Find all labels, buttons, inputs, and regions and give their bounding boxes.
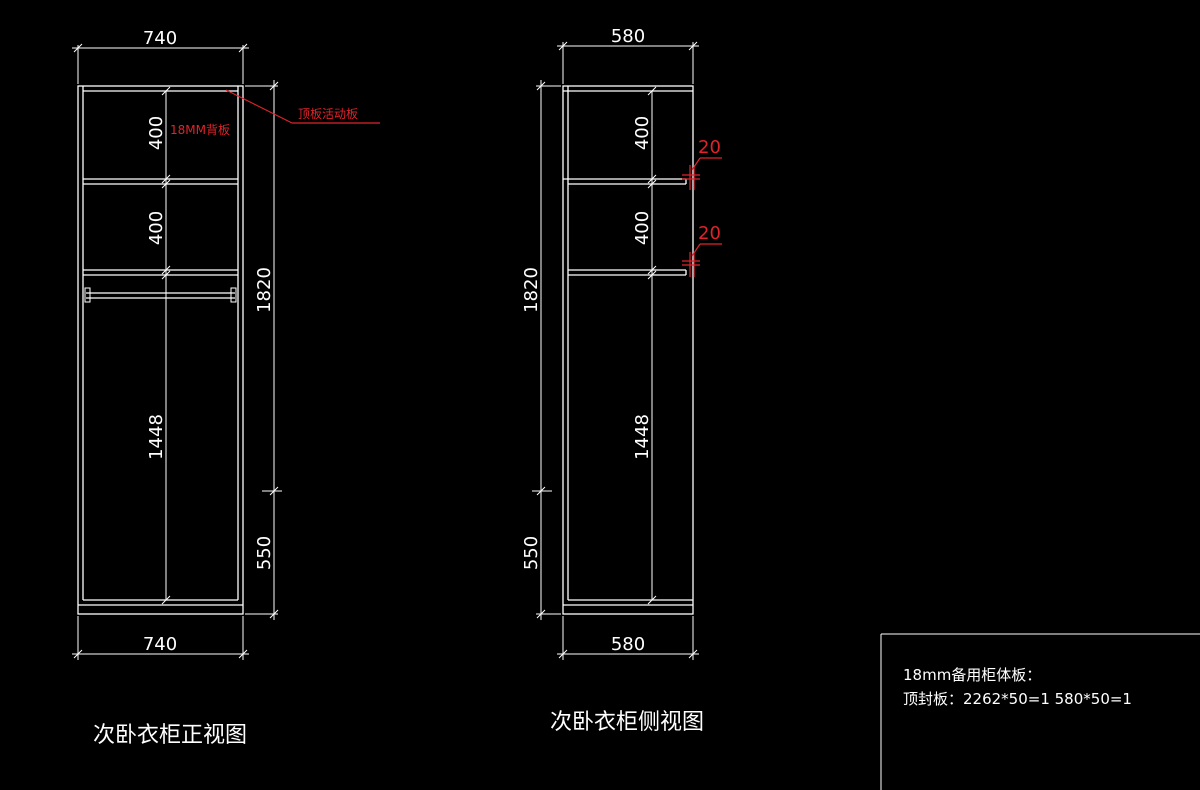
side-cabinet-body	[562, 85, 694, 615]
front-width-top-label: 740	[143, 28, 177, 49]
front-height-dimension: 1820 550	[245, 80, 282, 620]
front-section-400-top: 400	[146, 116, 167, 150]
info-line-2: 顶封板：2262*50=1 580*50=1	[903, 690, 1132, 708]
side-view-title: 次卧衣柜侧视图	[550, 710, 704, 735]
front-view-title: 次卧衣柜正视图	[93, 723, 247, 748]
back-panel-note: 18MM背板	[170, 123, 230, 137]
side-view: 580 400 400	[521, 26, 722, 735]
side-section-400-top: 400	[632, 116, 653, 150]
front-height-550: 550	[254, 536, 275, 570]
side-section-400-mid: 400	[632, 211, 653, 245]
front-width-top-dimension: 740	[72, 28, 249, 84]
side-height-550: 550	[521, 536, 542, 570]
front-annotations: 18MM背板 顶板活动板	[170, 89, 380, 137]
front-width-bottom-label: 740	[143, 634, 177, 655]
info-line-1: 18mm备用柜体板：	[903, 666, 1041, 684]
side-width-top-dimension: 580	[557, 26, 699, 84]
front-height-1820: 1820	[254, 267, 275, 313]
front-width-bottom-dimension: 740	[72, 616, 249, 660]
side-interior-dimension: 400 400 1448	[632, 86, 657, 605]
side-gap-20-top: 20	[698, 137, 721, 158]
front-interior-dimension: 400 400 1448	[146, 86, 171, 605]
side-width-bottom-label: 580	[611, 634, 645, 655]
front-section-1448: 1448	[146, 414, 167, 460]
side-gap-markers: 20 20	[682, 137, 722, 277]
side-section-1448: 1448	[632, 414, 653, 460]
top-panel-note: 顶板活动板	[298, 107, 358, 121]
front-section-400-mid: 400	[146, 211, 167, 245]
side-width-top-label: 580	[611, 26, 645, 47]
front-view: 740	[72, 28, 380, 748]
side-width-bottom-dimension: 580	[557, 616, 699, 660]
side-height-1820: 1820	[521, 267, 542, 313]
front-cabinet-body	[77, 85, 244, 615]
material-info-box: 18mm备用柜体板： 顶封板：2262*50=1 580*50=1	[880, 633, 1200, 790]
side-height-dimension: 1820 550	[521, 80, 561, 620]
side-gap-20-mid: 20	[698, 223, 721, 244]
